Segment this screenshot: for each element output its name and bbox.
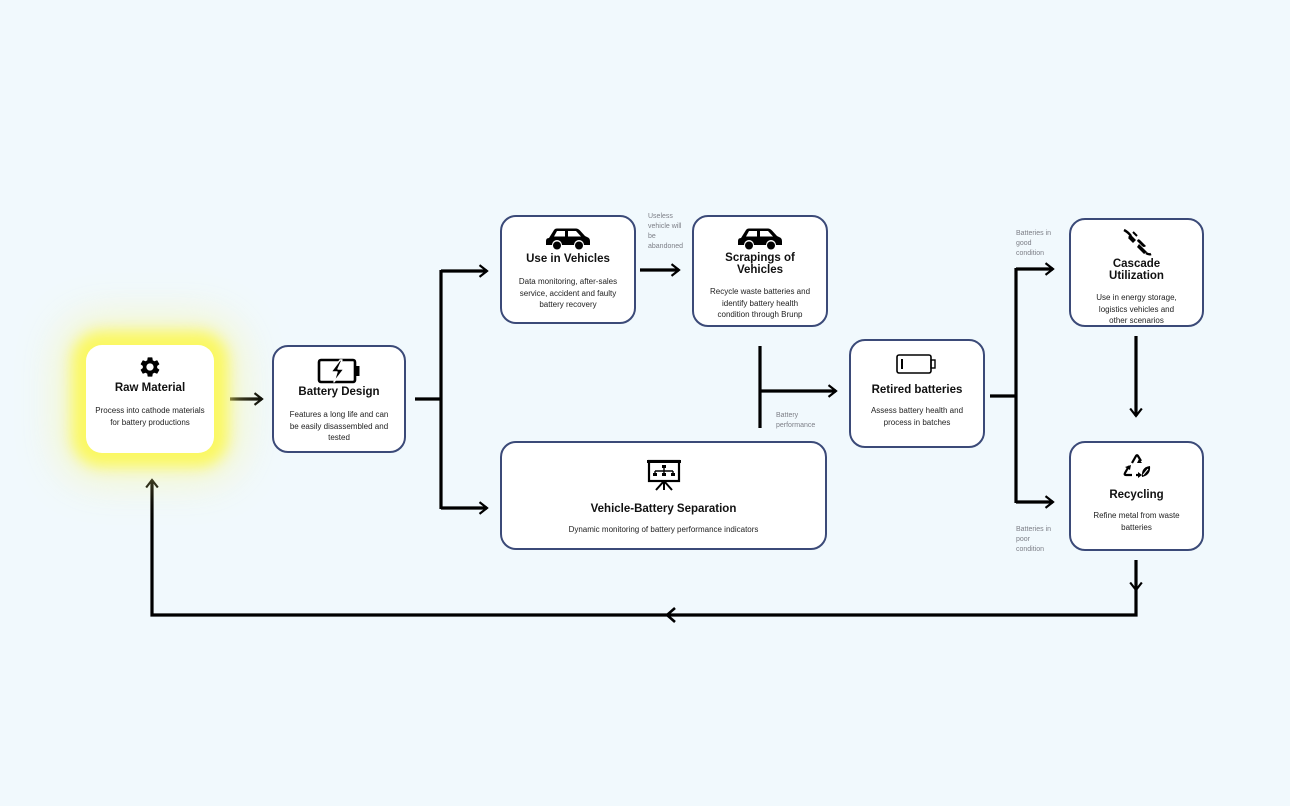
node-description: Refine metal from waste batteries [1093,511,1180,532]
node-description: Assess battery health and process in bat… [870,406,964,427]
connector-retired-split [990,268,1018,503]
recycling-node[interactable]: Recycling Refine metal from waste batter… [1069,441,1204,551]
car-icon [737,227,783,251]
edge-label-useless-vehicle: Useless vehicle will be abandoned [648,213,684,250]
battery-empty-icon [895,353,939,375]
scrapings-of-vehicles-node[interactable]: Scrapings of Vehicles Recycle waste batt… [692,215,828,327]
node-title: Use in Vehicles [526,253,610,265]
use-in-vehicles-node[interactable]: Use in Vehicles Data monitoring, after-s… [500,215,636,324]
battery-charging-icon [317,357,361,385]
node-title: Battery Design [298,386,380,398]
node-title: Retired batteries [871,384,963,396]
connector-design-split [415,270,443,509]
return-line [152,480,1138,617]
raw-material-node[interactable]: Raw Material Process into cathode materi… [86,345,214,453]
node-title: Vehicle-Battery Separation [590,503,737,515]
retired-batteries-node[interactable]: Retired batteries Assess battery health … [849,339,985,448]
node-description: Process into cathode materials for batte… [95,406,205,427]
edge-label-good-condition: Batteries in good condition [1016,230,1052,257]
cascade-utilization-node[interactable]: Cascade Utilization Use in energy storag… [1069,218,1204,327]
node-description: Recycle waste batteries and identify bat… [709,287,811,319]
return-midpoint-arrowhead [665,607,676,623]
node-title: Cascade Utilization [1109,258,1164,282]
edge-label-poor-condition: Batteries in poor condition [1016,526,1052,553]
battery-design-node[interactable]: Battery Design Features a long life and … [272,345,406,453]
edge-label-battery-performance: Battery performance [776,412,816,429]
presentation-chart-icon [646,459,681,491]
recycle-leaf-icon [1122,453,1152,481]
node-title: Recycling [1109,489,1164,501]
plug-icon [1122,228,1152,256]
node-description: Use in energy storage, logistics vehicle… [1096,293,1177,325]
node-description: Data monitoring, after-sales service, ac… [518,277,618,309]
node-description: Features a long life and can be easily d… [289,410,389,442]
node-title: Scrapings of Vehicles [725,252,795,276]
car-icon [545,227,591,251]
gear-icon [138,355,162,379]
node-description: Dynamic monitoring of battery performanc… [568,525,759,534]
vehicle-battery-separation-node[interactable]: Vehicle-Battery Separation Dynamic monit… [500,441,827,550]
node-title: Raw Material [114,382,186,394]
